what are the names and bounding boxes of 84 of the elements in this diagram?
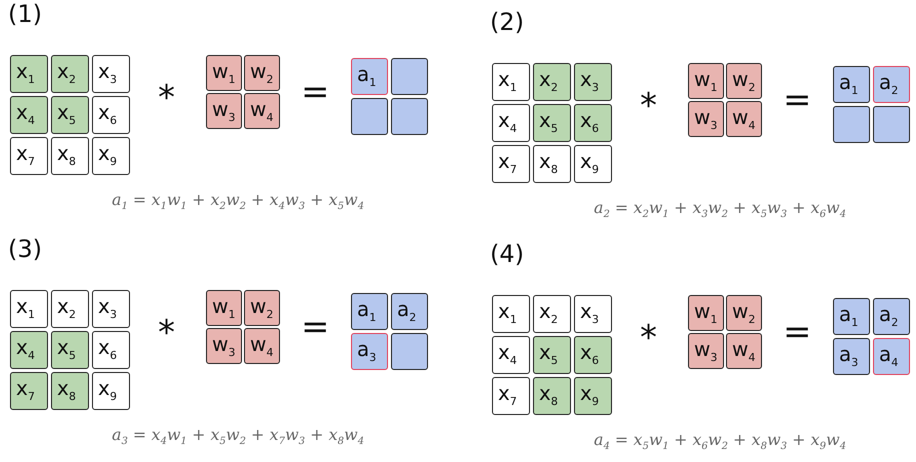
output-cell: a$_{1}$: [833, 298, 870, 335]
output-cell: [833, 106, 870, 143]
output-cell: a$_{1}$: [351, 293, 388, 330]
kernel-cell: w$_{4}$: [244, 93, 280, 129]
input-cell: x$_{3}$: [574, 63, 612, 101]
kernel-cell: w$_{1}$: [688, 295, 724, 331]
kernel-cell: w$_{2}$: [726, 295, 762, 331]
equals-sign: =: [301, 307, 330, 347]
kernel-cell: w$_{1}$: [688, 63, 724, 99]
input-cell: x$_{8}$: [533, 377, 571, 415]
formula: a$_{1}$ = x$_{1}$w$_{1}$ + x$_{2}$w$_{2}$ + x$_{4}$w$_{3}$ + x$_{5}$w$_{4}$: [110, 190, 366, 212]
input-cell: x$_{7}$: [10, 137, 48, 175]
input-cell: x$_{8}$: [533, 145, 571, 183]
input-cell: x$_{9}$: [574, 145, 612, 183]
input-cell: x$_{6}$: [92, 331, 130, 369]
output-cell: a$_{2}$: [391, 293, 428, 330]
input-cell: x$_{7}$: [492, 145, 530, 183]
formula: a$_{3}$ = x$_{4}$w$_{1}$ + x$_{5}$w$_{2}$ + x$_{7}$w$_{3}$ + x$_{8}$w$_{4}$: [110, 425, 366, 448]
input-cell: x$_{1}$: [492, 295, 530, 333]
kernel-cell: w$_{2}$: [726, 63, 762, 99]
kernel-cell: w$_{1}$: [206, 290, 242, 326]
input-cell: x$_{9}$: [574, 377, 612, 415]
input-cell: x$_{3}$: [92, 55, 130, 93]
kernel-cell: w$_{3}$: [206, 93, 242, 129]
output-cell: a$_{3}$: [833, 338, 870, 375]
input-cell: x$_{1}$: [10, 290, 48, 328]
input-cell: x$_{2}$: [533, 295, 571, 333]
output-cell: a$_{4}$: [873, 338, 910, 375]
input-cell: x$_{5}$: [533, 104, 571, 142]
panel-number: (3): [8, 235, 42, 263]
input-cell: x$_{4}$: [492, 104, 530, 142]
input-cell: x$_{6}$: [574, 336, 612, 374]
formula: a$_{2}$ = x$_{2}$w$_{1}$ + x$_{3}$w$_{2}$ + x$_{5}$w$_{3}$ + x$_{6}$w$_{4}$: [592, 198, 848, 220]
kernel-cell: w$_{4}$: [726, 101, 762, 137]
input-cell: x$_{3}$: [574, 295, 612, 333]
input-cell: x$_{8}$: [51, 372, 89, 410]
input-cell: x$_{5}$: [533, 336, 571, 374]
kernel-cell: w$_{3}$: [688, 333, 724, 369]
kernel-cell: w$_{3}$: [688, 101, 724, 137]
input-cell: x$_{8}$: [51, 137, 89, 175]
output-cell: a$_{2}$: [873, 298, 910, 335]
output-cell: [391, 58, 428, 95]
kernel-cell: w$_{4}$: [244, 328, 280, 364]
input-cell: x$_{1}$: [492, 63, 530, 101]
convolution-operator: *: [640, 86, 657, 126]
kernel-cell: w$_{3}$: [206, 328, 242, 364]
input-cell: x$_{4}$: [10, 331, 48, 369]
input-cell: x$_{5}$: [51, 96, 89, 134]
input-cell: x$_{9}$: [92, 137, 130, 175]
kernel-cell: w$_{2}$: [244, 290, 280, 326]
input-cell: x$_{2}$: [533, 63, 571, 101]
kernel-cell: w$_{2}$: [244, 55, 280, 91]
output-cell: [391, 333, 428, 370]
input-cell: x$_{5}$: [51, 331, 89, 369]
equals-sign: =: [301, 72, 330, 112]
output-cell: [873, 106, 910, 143]
input-cell: x$_{2}$: [51, 290, 89, 328]
equals-sign: =: [783, 80, 812, 120]
convolution-operator: *: [158, 78, 175, 118]
input-cell: x$_{2}$: [51, 55, 89, 93]
panel-number: (4): [490, 240, 524, 268]
input-cell: x$_{9}$: [92, 372, 130, 410]
output-cell: [351, 98, 388, 135]
input-cell: x$_{1}$: [10, 55, 48, 93]
kernel-cell: w$_{1}$: [206, 55, 242, 91]
formula: a$_{4}$ = x$_{5}$w$_{1}$ + x$_{6}$w$_{2}$ + x$_{8}$w$_{3}$ + x$_{9}$w$_{4}$: [592, 430, 848, 452]
output-cell: [391, 98, 428, 135]
panel-number: (2): [490, 8, 524, 36]
kernel-cell: w$_{4}$: [726, 333, 762, 369]
input-cell: x$_{4}$: [10, 96, 48, 134]
input-cell: x$_{3}$: [92, 290, 130, 328]
input-cell: x$_{7}$: [10, 372, 48, 410]
convolution-operator: *: [640, 318, 657, 358]
output-cell: a$_{2}$: [873, 66, 910, 103]
input-cell: x$_{6}$: [574, 104, 612, 142]
output-cell: a$_{1}$: [833, 66, 870, 103]
convolution-operator: *: [158, 313, 175, 353]
equals-sign: =: [783, 312, 812, 352]
input-cell: x$_{7}$: [492, 377, 530, 415]
input-cell: x$_{6}$: [92, 96, 130, 134]
input-cell: x$_{4}$: [492, 336, 530, 374]
output-cell: a$_{3}$: [351, 333, 388, 370]
output-cell: a$_{1}$: [351, 58, 388, 95]
panel-number: (1): [8, 0, 42, 28]
